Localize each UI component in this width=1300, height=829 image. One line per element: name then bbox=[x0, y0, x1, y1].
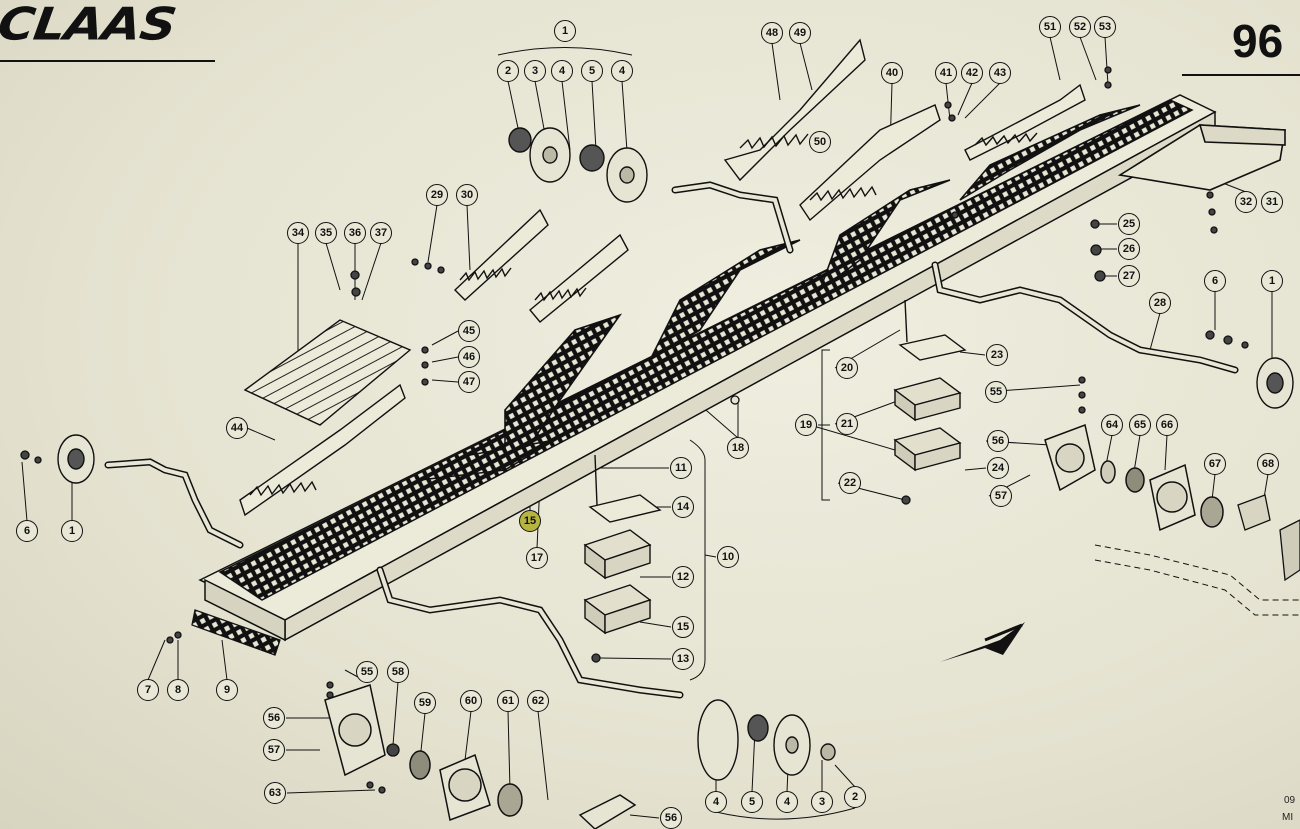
part-callout-59[interactable]: 59 bbox=[414, 692, 436, 714]
bolts-and-nuts bbox=[20, 66, 1249, 794]
part-callout-22[interactable]: 22 bbox=[839, 472, 861, 494]
trough-pans bbox=[419, 104, 1286, 481]
part-callout-36[interactable]: 36 bbox=[344, 222, 366, 244]
part-callout-24[interactable]: 24 bbox=[987, 457, 1009, 479]
right-edge-shaft bbox=[1094, 544, 1300, 616]
part-callout-3[interactable]: 3 bbox=[811, 791, 833, 813]
part-callout-3[interactable]: 3 bbox=[524, 60, 546, 82]
part-callout-57[interactable]: 57 bbox=[990, 485, 1012, 507]
part-callout-56[interactable]: 56 bbox=[660, 807, 682, 829]
part-callout-25[interactable]: 25 bbox=[1118, 213, 1140, 235]
part-callout-68[interactable]: 68 bbox=[1257, 453, 1279, 475]
part-callout-5[interactable]: 5 bbox=[581, 60, 603, 82]
part-callout-42[interactable]: 42 bbox=[961, 62, 983, 84]
part-callout-61[interactable]: 61 bbox=[497, 690, 519, 712]
corner-note-bottom: MI bbox=[1282, 812, 1294, 823]
part-callout-11[interactable]: 11 bbox=[670, 457, 692, 479]
part-callout-5[interactable]: 5 bbox=[741, 791, 763, 813]
part-callout-2[interactable]: 2 bbox=[844, 786, 866, 808]
part-callout-20[interactable]: 20 bbox=[836, 357, 858, 379]
lower-bracket bbox=[191, 609, 281, 656]
part-callout-7[interactable]: 7 bbox=[137, 679, 159, 701]
part-callout-26[interactable]: 26 bbox=[1118, 238, 1140, 260]
part-callout-64[interactable]: 64 bbox=[1101, 414, 1123, 436]
part-callout-55[interactable]: 55 bbox=[356, 661, 378, 683]
part-callout-6[interactable]: 6 bbox=[1204, 270, 1226, 292]
part-callout-55[interactable]: 55 bbox=[985, 381, 1007, 403]
part-callout-27[interactable]: 27 bbox=[1118, 265, 1140, 287]
part-callout-1[interactable]: 1 bbox=[1261, 270, 1283, 292]
part-callout-56[interactable]: 56 bbox=[987, 430, 1009, 452]
part-callout-32[interactable]: 32 bbox=[1235, 191, 1257, 213]
part-callout-53[interactable]: 53 bbox=[1094, 16, 1116, 38]
part-callout-56[interactable]: 56 bbox=[263, 707, 285, 729]
part-callout-4[interactable]: 4 bbox=[611, 60, 633, 82]
part-callout-65[interactable]: 65 bbox=[1129, 414, 1151, 436]
part-callout-14[interactable]: 14 bbox=[672, 496, 694, 518]
part-callout-50[interactable]: 50 bbox=[809, 131, 831, 153]
part-callout-4[interactable]: 4 bbox=[776, 791, 798, 813]
part-callout-34[interactable]: 34 bbox=[287, 222, 309, 244]
corner-note-top: 09 bbox=[1284, 795, 1296, 806]
part-callout-30[interactable]: 30 bbox=[456, 184, 478, 206]
part-callout-6[interactable]: 6 bbox=[16, 520, 38, 542]
part-callout-67[interactable]: 67 bbox=[1204, 453, 1226, 475]
part-callout-12[interactable]: 12 bbox=[672, 566, 694, 588]
part-callout-66[interactable]: 66 bbox=[1156, 414, 1178, 436]
flange-housings bbox=[324, 423, 1224, 829]
part-callout-19[interactable]: 19 bbox=[795, 414, 817, 436]
part-callout-15[interactable]: 15 bbox=[672, 616, 694, 638]
part-callout-17[interactable]: 17 bbox=[526, 547, 548, 569]
bearing-blocks bbox=[583, 299, 967, 635]
part-callout-43[interactable]: 43 bbox=[989, 62, 1011, 84]
part-callout-23[interactable]: 23 bbox=[986, 344, 1008, 366]
part-callout-46[interactable]: 46 bbox=[458, 346, 480, 368]
part-callout-1[interactable]: 1 bbox=[554, 20, 576, 42]
part-callout-48[interactable]: 48 bbox=[761, 22, 783, 44]
part-callout-4[interactable]: 4 bbox=[551, 60, 573, 82]
part-callout-40[interactable]: 40 bbox=[881, 62, 903, 84]
part-callout-2[interactable]: 2 bbox=[497, 60, 519, 82]
part-callout-15[interactable]: 15 bbox=[519, 510, 541, 532]
part-callout-63[interactable]: 63 bbox=[264, 782, 286, 804]
part-callout-41[interactable]: 41 bbox=[935, 62, 957, 84]
part-callout-1[interactable]: 1 bbox=[61, 520, 83, 542]
part-callout-8[interactable]: 8 bbox=[167, 679, 189, 701]
part-callout-44[interactable]: 44 bbox=[226, 417, 248, 439]
part-callout-28[interactable]: 28 bbox=[1149, 292, 1171, 314]
part-callout-52[interactable]: 52 bbox=[1069, 16, 1091, 38]
part-callout-13[interactable]: 13 bbox=[672, 648, 694, 670]
part-callout-45[interactable]: 45 bbox=[458, 320, 480, 342]
part-callout-29[interactable]: 29 bbox=[426, 184, 448, 206]
part-callout-51[interactable]: 51 bbox=[1039, 16, 1061, 38]
brand-logo: CLAAS bbox=[0, 0, 179, 51]
right-edge-part bbox=[1237, 494, 1300, 582]
header-rule-right bbox=[1182, 74, 1300, 76]
header-rule-left bbox=[0, 60, 215, 62]
finger-rails bbox=[239, 38, 1086, 517]
page-number: 96 bbox=[1232, 15, 1284, 67]
part-callout-35[interactable]: 35 bbox=[315, 222, 337, 244]
part-callout-62[interactable]: 62 bbox=[527, 690, 549, 712]
part-callout-9[interactable]: 9 bbox=[216, 679, 238, 701]
part-callout-18[interactable]: 18 bbox=[727, 437, 749, 459]
part-callout-4[interactable]: 4 bbox=[705, 791, 727, 813]
part-callout-49[interactable]: 49 bbox=[789, 22, 811, 44]
part-callout-57[interactable]: 57 bbox=[263, 739, 285, 761]
washers-and-bearings bbox=[57, 127, 1294, 781]
part-callout-47[interactable]: 47 bbox=[458, 371, 480, 393]
rocker-arms-inner bbox=[106, 182, 1237, 697]
part-callout-37[interactable]: 37 bbox=[370, 222, 392, 244]
part-callout-58[interactable]: 58 bbox=[387, 661, 409, 683]
direction-arrow-icon bbox=[940, 622, 1025, 662]
part-callout-10[interactable]: 10 bbox=[717, 546, 739, 568]
part-callout-60[interactable]: 60 bbox=[460, 690, 482, 712]
slat-panel bbox=[243, 319, 412, 426]
part-callout-21[interactable]: 21 bbox=[836, 413, 858, 435]
part-callout-31[interactable]: 31 bbox=[1261, 191, 1283, 213]
